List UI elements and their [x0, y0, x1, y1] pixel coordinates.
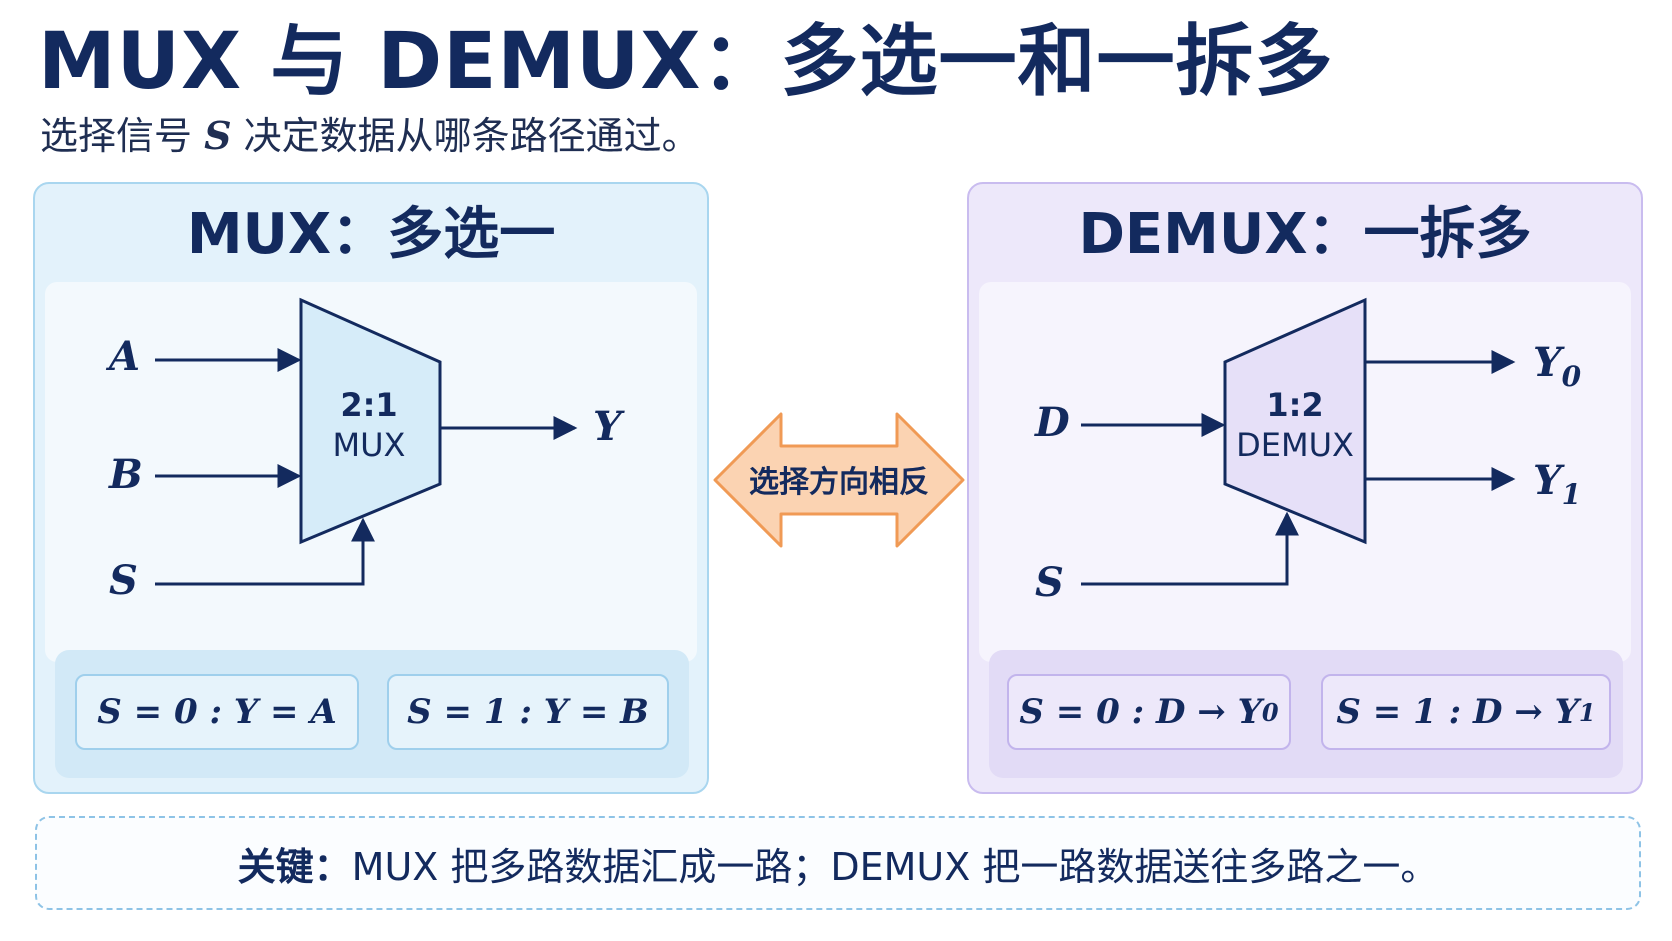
subtitle-after: 决定数据从哪条路径通过。	[231, 114, 700, 158]
key-note-label: 关键：	[237, 844, 352, 889]
demux-select-wire	[1081, 511, 1299, 586]
demux-rule-s1-text: S = 1 : D → Y	[1336, 692, 1579, 732]
demux-block-line2: DEMUX	[1236, 426, 1354, 464]
mux-block-line1: 2:1	[340, 386, 397, 424]
subtitle-before: 选择信号	[40, 114, 205, 158]
mux-truth-band: S = 0 : Y = A S = 1 : Y = B	[55, 650, 689, 778]
demux-rule-s1-sub: 1	[1578, 697, 1596, 727]
reverse-direction-label: 选择方向相反	[749, 465, 929, 500]
demux-diagram: 1:2 DEMUX D Y0 Y1 S	[979, 282, 1631, 662]
key-note-text: MUX 把多路数据汇成一路；DEMUX 把一路数据送往多路之一。	[351, 844, 1439, 889]
page-title: MUX 与 DEMUX：多选一和一拆多	[38, 17, 1334, 107]
mux-output-label: Y	[593, 403, 625, 450]
mux-block	[299, 297, 442, 545]
mux-panel-title: MUX：多选一	[186, 202, 556, 267]
key-note: 关键：MUX 把多路数据汇成一路；DEMUX 把一路数据送往多路之一。	[35, 816, 1641, 910]
mux-diagram-svg: 2:1 MUX A B Y S	[105, 297, 625, 604]
mux-block-line2: MUX	[333, 426, 406, 464]
mux-select-label: S	[109, 557, 138, 604]
demux-output-y1-main: Y	[1533, 457, 1565, 504]
page-subtitle: 选择信号 S 决定数据从哪条路径通过。	[40, 110, 700, 162]
mux-select-wire	[155, 517, 375, 586]
demux-output-y0-main: Y	[1533, 339, 1565, 386]
mux-diagram: 2:1 MUX A B Y S	[45, 282, 697, 662]
demux-output-y0-label: Y0	[1533, 339, 1582, 393]
demux-rule-s0-sub: 0	[1261, 697, 1279, 727]
mux-input-b-label: B	[108, 451, 143, 498]
mux-rule-s0: S = 0 : Y = A	[75, 674, 359, 750]
demux-input-d-label: D	[1034, 399, 1070, 446]
demux-panel-title: DEMUX：一拆多	[1078, 202, 1532, 267]
mux-input-a-label: A	[105, 333, 140, 380]
subtitle-select-var: S	[204, 113, 232, 158]
mux-rule-s1: S = 1 : Y = B	[387, 674, 669, 750]
demux-panel: DEMUX：一拆多 1:2 DEMUX D Y0 Y1 S S = 0 : D …	[967, 182, 1643, 794]
demux-select-label: S	[1035, 559, 1064, 606]
reverse-direction-arrow: 选择方向相反	[713, 412, 965, 548]
demux-output-y1-label: Y1	[1533, 457, 1581, 511]
mux-panel: MUX：多选一 2:1 MUX A B Y S S =	[33, 182, 709, 794]
demux-output-y0-sub: 0	[1562, 360, 1582, 393]
demux-diagram-svg: 1:2 DEMUX D Y0 Y1 S	[1034, 297, 1582, 606]
demux-block	[1223, 297, 1367, 545]
demux-rule-s0-text: S = 0 : D → Y	[1019, 692, 1262, 732]
demux-block-line1: 1:2	[1266, 386, 1323, 424]
demux-output-y1-sub: 1	[1562, 478, 1581, 511]
